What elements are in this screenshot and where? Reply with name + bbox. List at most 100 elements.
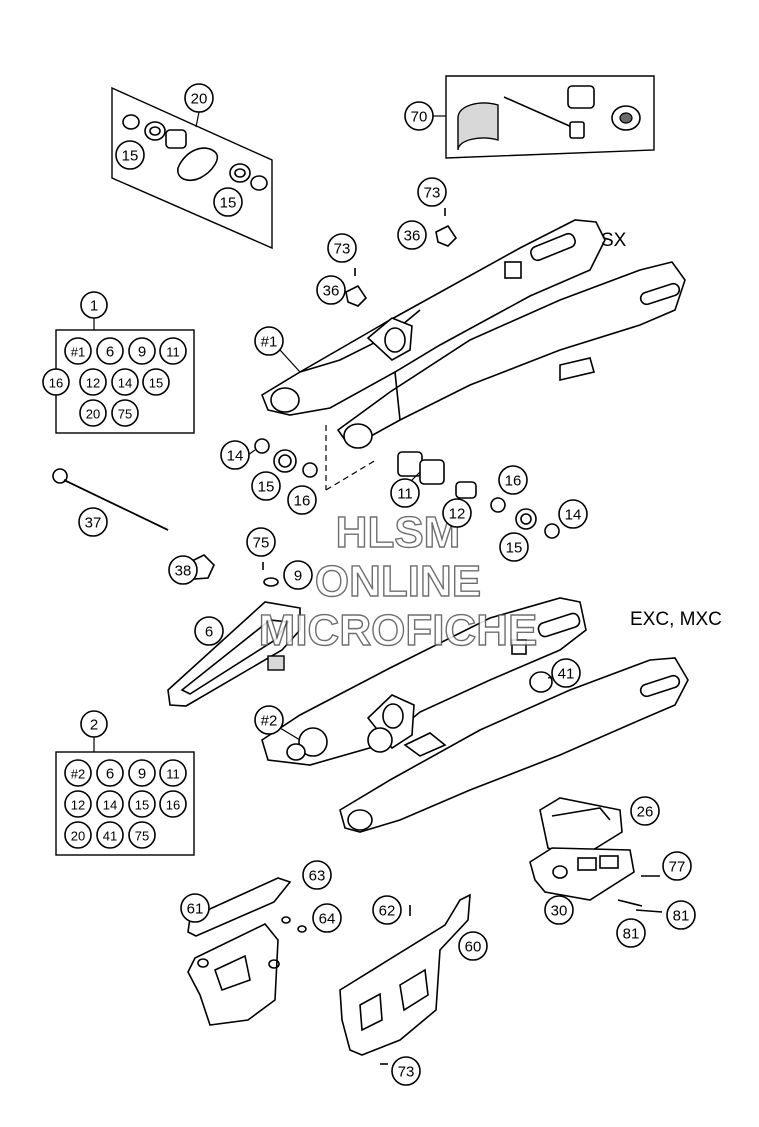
callout-c38[interactable]: 38 [168, 555, 198, 585]
callout-number: #2 [71, 767, 85, 782]
callout-c14_a[interactable]: 14 [220, 440, 250, 470]
callout-circle [128, 821, 156, 849]
callout-number: 60 [465, 939, 482, 956]
callout-number: 20 [71, 829, 85, 844]
callout-c14_b[interactable]: 14 [558, 499, 588, 529]
callout-kit2-item-5[interactable]: 14 [96, 790, 124, 818]
callout-c20_top[interactable]: 20 [184, 83, 214, 113]
callout-number: 15 [506, 540, 523, 557]
callout-kit2-item-0[interactable]: #2 [64, 759, 92, 787]
callout-circle [287, 485, 317, 515]
callout-kit2-item-10[interactable]: 75 [128, 821, 156, 849]
callout-kit2-item-7[interactable]: 16 [159, 790, 187, 818]
callout-number: 6 [205, 624, 213, 641]
callout-circle [168, 555, 198, 585]
callout-c73_c[interactable]: 73 [391, 1056, 421, 1086]
callout-c15_b[interactable]: 15 [213, 187, 243, 217]
callout-kit2-item-4[interactable]: 12 [64, 790, 92, 818]
callout-c81_a[interactable]: 81 [666, 900, 696, 930]
callout-c75[interactable]: 75 [246, 527, 276, 557]
callout-c11[interactable]: 11 [390, 478, 420, 508]
callout-kit2-item-8[interactable]: 20 [64, 821, 92, 849]
callout-c62[interactable]: 62 [372, 895, 402, 925]
callout-circle [251, 471, 281, 501]
callout-c30[interactable]: 30 [544, 895, 574, 925]
watermark-line-3: MICROFICHE [259, 606, 538, 655]
callout-c37[interactable]: 37 [78, 507, 108, 537]
callout-circle [391, 1056, 421, 1086]
callout-kit1-item-2[interactable]: 9 [128, 337, 156, 365]
callout-number: 15 [135, 798, 149, 813]
callout-kit1-item-5[interactable]: 14 [111, 368, 139, 396]
callout-kit1-item-7[interactable]: 16 [42, 368, 70, 396]
callout-kit1-item-6[interactable]: 15 [142, 368, 170, 396]
callout-kit2-number[interactable]: 2 [80, 710, 108, 738]
callout-number: 20 [191, 91, 208, 108]
callout-c81_b[interactable]: 81 [616, 918, 646, 948]
callout-kit1-item-4[interactable]: 12 [79, 368, 107, 396]
callout-c64[interactable]: 64 [312, 903, 342, 933]
callout-c15_a[interactable]: 15 [115, 140, 145, 170]
model-label-exc-mxc: EXC, MXC [630, 609, 722, 630]
callout-circle [184, 83, 214, 113]
callout-c12[interactable]: 12 [442, 498, 472, 528]
callout-c60[interactable]: 60 [458, 931, 488, 961]
callout-c41[interactable]: 41 [551, 658, 581, 688]
callout-number: 14 [118, 376, 132, 391]
callout-circle [220, 440, 250, 470]
callout-circle [246, 527, 276, 557]
callout-c_arm2[interactable]: #2 [254, 705, 284, 735]
callout-c36_b[interactable]: 36 [316, 275, 346, 305]
callout-circle [458, 931, 488, 961]
callout-kit1-item-9[interactable]: 75 [111, 399, 139, 427]
callout-c16_a[interactable]: 16 [287, 485, 317, 515]
callout-circle [64, 821, 92, 849]
callout-c16_b[interactable]: 16 [498, 465, 528, 495]
callout-c6[interactable]: 6 [194, 616, 224, 646]
callout-number: 15 [220, 195, 237, 212]
callout-kit1-item-8[interactable]: 20 [79, 399, 107, 427]
callout-c63[interactable]: 63 [302, 860, 332, 890]
callout-circle [283, 560, 313, 590]
callout-c70[interactable]: 70 [404, 101, 434, 131]
callout-kit1-number[interactable]: 1 [80, 291, 108, 319]
callout-c36_a[interactable]: 36 [397, 220, 427, 250]
callout-c15_d[interactable]: 15 [499, 532, 529, 562]
callout-kit2-item-6[interactable]: 15 [128, 790, 156, 818]
callout-number: 75 [253, 535, 270, 552]
callout-circle [111, 368, 139, 396]
callout-circle [404, 101, 434, 131]
callout-c9[interactable]: 9 [283, 560, 313, 590]
callout-c61[interactable]: 61 [180, 893, 210, 923]
callout-c77[interactable]: 77 [662, 851, 692, 881]
callout-circle [79, 399, 107, 427]
callout-c73_b[interactable]: 73 [327, 233, 357, 263]
callout-c15_c[interactable]: 15 [251, 471, 281, 501]
callout-circle [194, 616, 224, 646]
callout-number: 14 [103, 798, 117, 813]
callout-number: 73 [398, 1064, 415, 1081]
callout-kit1-item-1[interactable]: 6 [96, 337, 124, 365]
callout-circle [64, 790, 92, 818]
spacer-kit-70-group [445, 75, 655, 159]
chain-guard-61 [187, 877, 307, 1026]
callout-number: 16 [294, 493, 311, 510]
callout-circle [128, 337, 156, 365]
callout-kit2-item-3[interactable]: 11 [159, 759, 187, 787]
callout-circle [442, 498, 472, 528]
callout-circle [42, 368, 70, 396]
callout-kit2-item-1[interactable]: 6 [96, 759, 124, 787]
callout-kit1-item-3[interactable]: 11 [159, 337, 187, 365]
callout-kit2-item-9[interactable]: 41 [96, 821, 124, 849]
callout-c26[interactable]: 26 [630, 796, 660, 826]
callout-c73_a[interactable]: 73 [417, 177, 447, 207]
callout-number: 1 [90, 298, 98, 315]
callout-number: 14 [227, 448, 244, 465]
callout-circle [142, 368, 170, 396]
callout-c_arm1[interactable]: #1 [254, 326, 284, 356]
bearing-parts-row [254, 438, 560, 539]
callout-number: 9 [138, 344, 146, 361]
callout-kit2-item-2[interactable]: 9 [128, 759, 156, 787]
callout-kit1-item-0[interactable]: #1 [64, 337, 92, 365]
